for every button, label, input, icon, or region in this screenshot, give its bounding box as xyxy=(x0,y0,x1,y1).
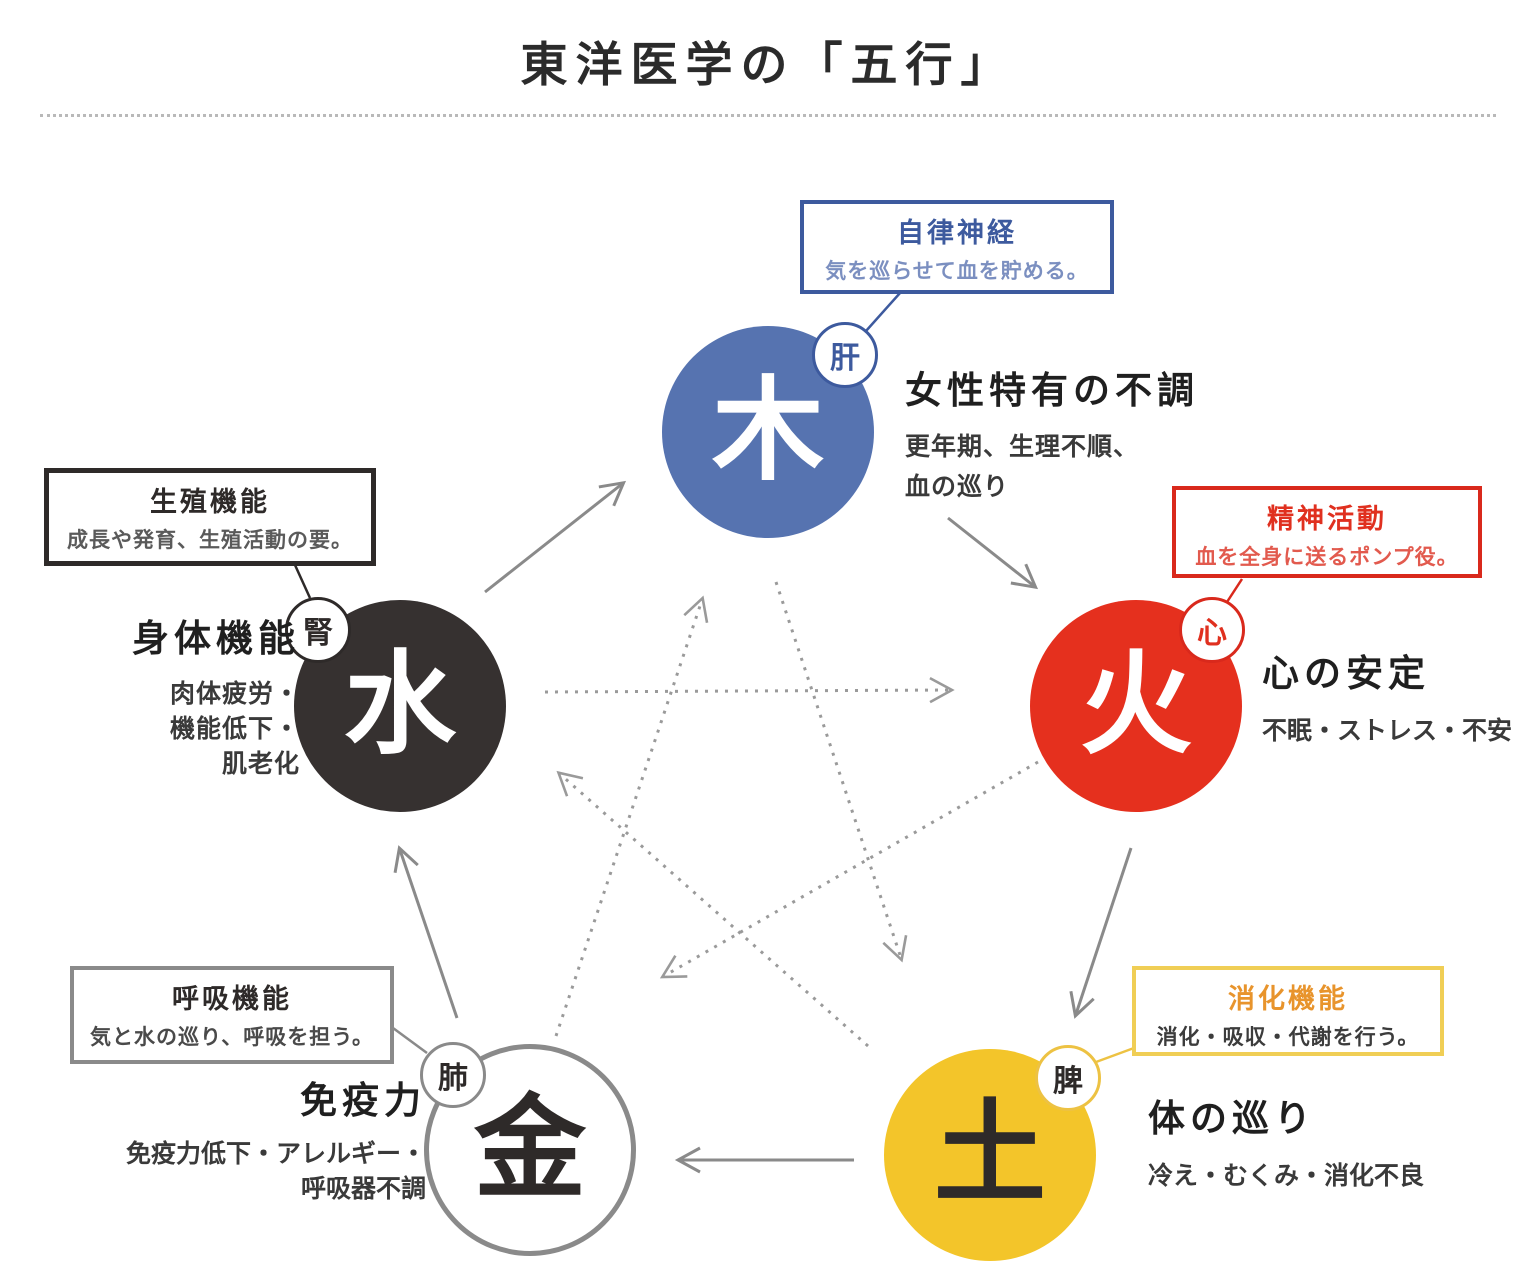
page-title: 東洋医学の「五行」 xyxy=(520,40,1016,92)
wood-callout-subtitle: 気を巡らせて血を貯める。 xyxy=(825,260,1089,284)
earth-callout-connector xyxy=(1095,1046,1135,1064)
water-callout: 生殖機能 成長や発育、生殖活動の要。 xyxy=(44,468,376,566)
earth-callout: 消化機能 消化・吸収・代謝を行う。 xyxy=(1132,966,1444,1056)
wood-callout-connector xyxy=(865,292,901,332)
metal-heading: 免疫力 xyxy=(300,1081,426,1122)
metal-callout-title: 呼吸機能 xyxy=(172,984,292,1014)
earth-callout-title: 消化機能 xyxy=(1228,984,1348,1014)
fire-callout-title: 精神活動 xyxy=(1267,504,1387,534)
fire-character: 火 xyxy=(1080,644,1192,768)
metal-character: 金 xyxy=(474,1088,586,1212)
fire-callout-connector xyxy=(1225,578,1244,603)
metal-body-text: 免疫力低下・アレルギー・ 呼吸器不調 xyxy=(125,1139,426,1203)
earth-description: 体の巡り 冷え・むくみ・消化不良 xyxy=(1148,1099,1528,1193)
fire-callout: 精神活動 血を全身に送るポンプ役。 xyxy=(1172,486,1482,578)
wood-body-text: 更年期、生理不順、 血の巡り xyxy=(905,432,1140,501)
water-description: 身体機能 肉体疲労・ 機能低下・ 肌老化 xyxy=(50,619,300,782)
wood-callout-title: 自律神経 xyxy=(897,218,1017,248)
water-organ-label: 腎 xyxy=(303,617,333,650)
wood-organ-label: 肝 xyxy=(830,342,860,375)
water-character: 水 xyxy=(344,644,456,768)
water-body-text: 肉体疲労・ 機能低下・ 肌老化 xyxy=(169,679,300,778)
earth-callout-subtitle: 消化・吸収・代謝を行う。 xyxy=(1156,1026,1420,1050)
water-callout-title: 生殖機能 xyxy=(150,487,270,517)
metal-callout-connector xyxy=(392,1026,428,1055)
metal-circle: 金 xyxy=(424,1044,636,1256)
fire-organ-badge: 心 xyxy=(1179,597,1245,663)
wood-heading: 女性特有の不調 xyxy=(905,371,1199,412)
wood-callout: 自律神経 気を巡らせて血を貯める。 xyxy=(800,200,1114,294)
arrow-wood-to-earth xyxy=(774,581,908,963)
water-callout-subtitle: 成長や発育、生殖活動の要。 xyxy=(67,529,353,553)
wood-character: 木 xyxy=(712,370,824,494)
fire-heading: 心の安定 xyxy=(1262,654,1430,695)
earth-organ-label: 脾 xyxy=(1053,1065,1083,1098)
earth-character: 土 xyxy=(934,1093,1046,1217)
arrow-earth-to-water xyxy=(556,770,869,1048)
metal-organ-label: 肺 xyxy=(438,1062,468,1095)
arrow-fire-to-earth xyxy=(1069,847,1133,1019)
metal-callout: 呼吸機能 気と水の巡り、呼吸を担う。 xyxy=(70,966,394,1064)
arrow-wood-to-fire xyxy=(947,516,1039,590)
fire-body-text: 不眠・ストレス・不安 xyxy=(1262,716,1513,745)
arrow-metal-to-wood xyxy=(554,595,709,1037)
metal-description: 免疫力 免疫力低下・アレルギー・ 呼吸器不調 xyxy=(56,1081,426,1207)
arrow-water-to-wood xyxy=(484,480,627,594)
water-organ-badge: 腎 xyxy=(285,597,351,663)
water-callout-connector xyxy=(293,564,312,599)
wood-organ-badge: 肝 xyxy=(812,322,878,388)
metal-organ-badge: 肺 xyxy=(420,1042,486,1108)
arrow-metal-to-water xyxy=(393,845,459,1019)
arrow-fire-to-metal xyxy=(659,760,1039,979)
fire-organ-label: 心 xyxy=(1197,617,1227,650)
fire-callout-subtitle: 血を全身に送るポンプ役。 xyxy=(1195,546,1459,570)
overcoming-cycle-arrows xyxy=(544,581,1039,1048)
earth-organ-badge: 脾 xyxy=(1035,1045,1101,1111)
fire-description: 心の安定 不眠・ストレス・不安 xyxy=(1262,654,1536,748)
arrow-water-to-fire xyxy=(544,676,955,704)
earth-body-text: 冷え・むくみ・消化不良 xyxy=(1148,1161,1425,1190)
title-divider xyxy=(40,114,1496,117)
wood-description: 女性特有の不調 更年期、生理不順、 血の巡り xyxy=(905,371,1335,507)
water-heading: 身体機能 xyxy=(132,619,300,660)
metal-callout-subtitle: 気と水の巡り、呼吸を担う。 xyxy=(90,1026,374,1050)
earth-heading: 体の巡り xyxy=(1148,1099,1316,1140)
